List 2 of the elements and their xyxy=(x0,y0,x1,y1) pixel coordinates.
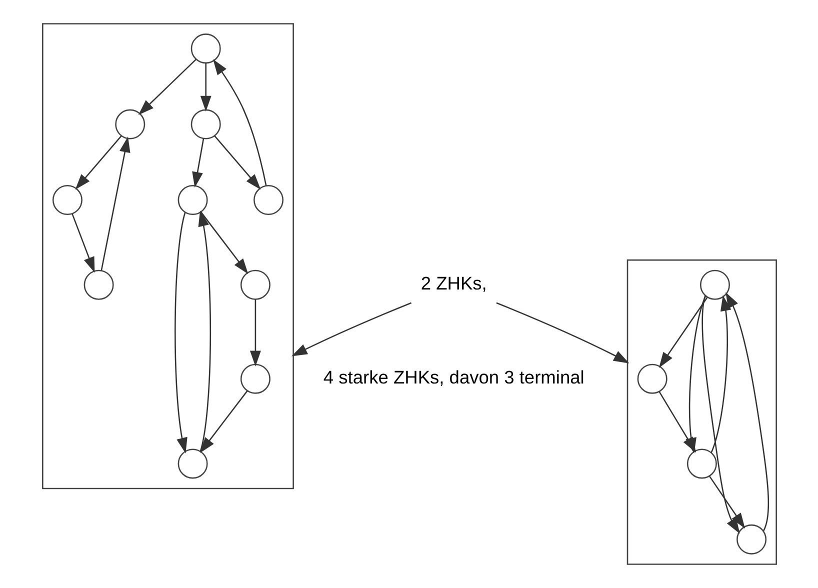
node-text: 2 ZHKs, xyxy=(420,272,486,294)
label: 4 starke ZHKs, davon 3 terminal xyxy=(322,366,584,388)
